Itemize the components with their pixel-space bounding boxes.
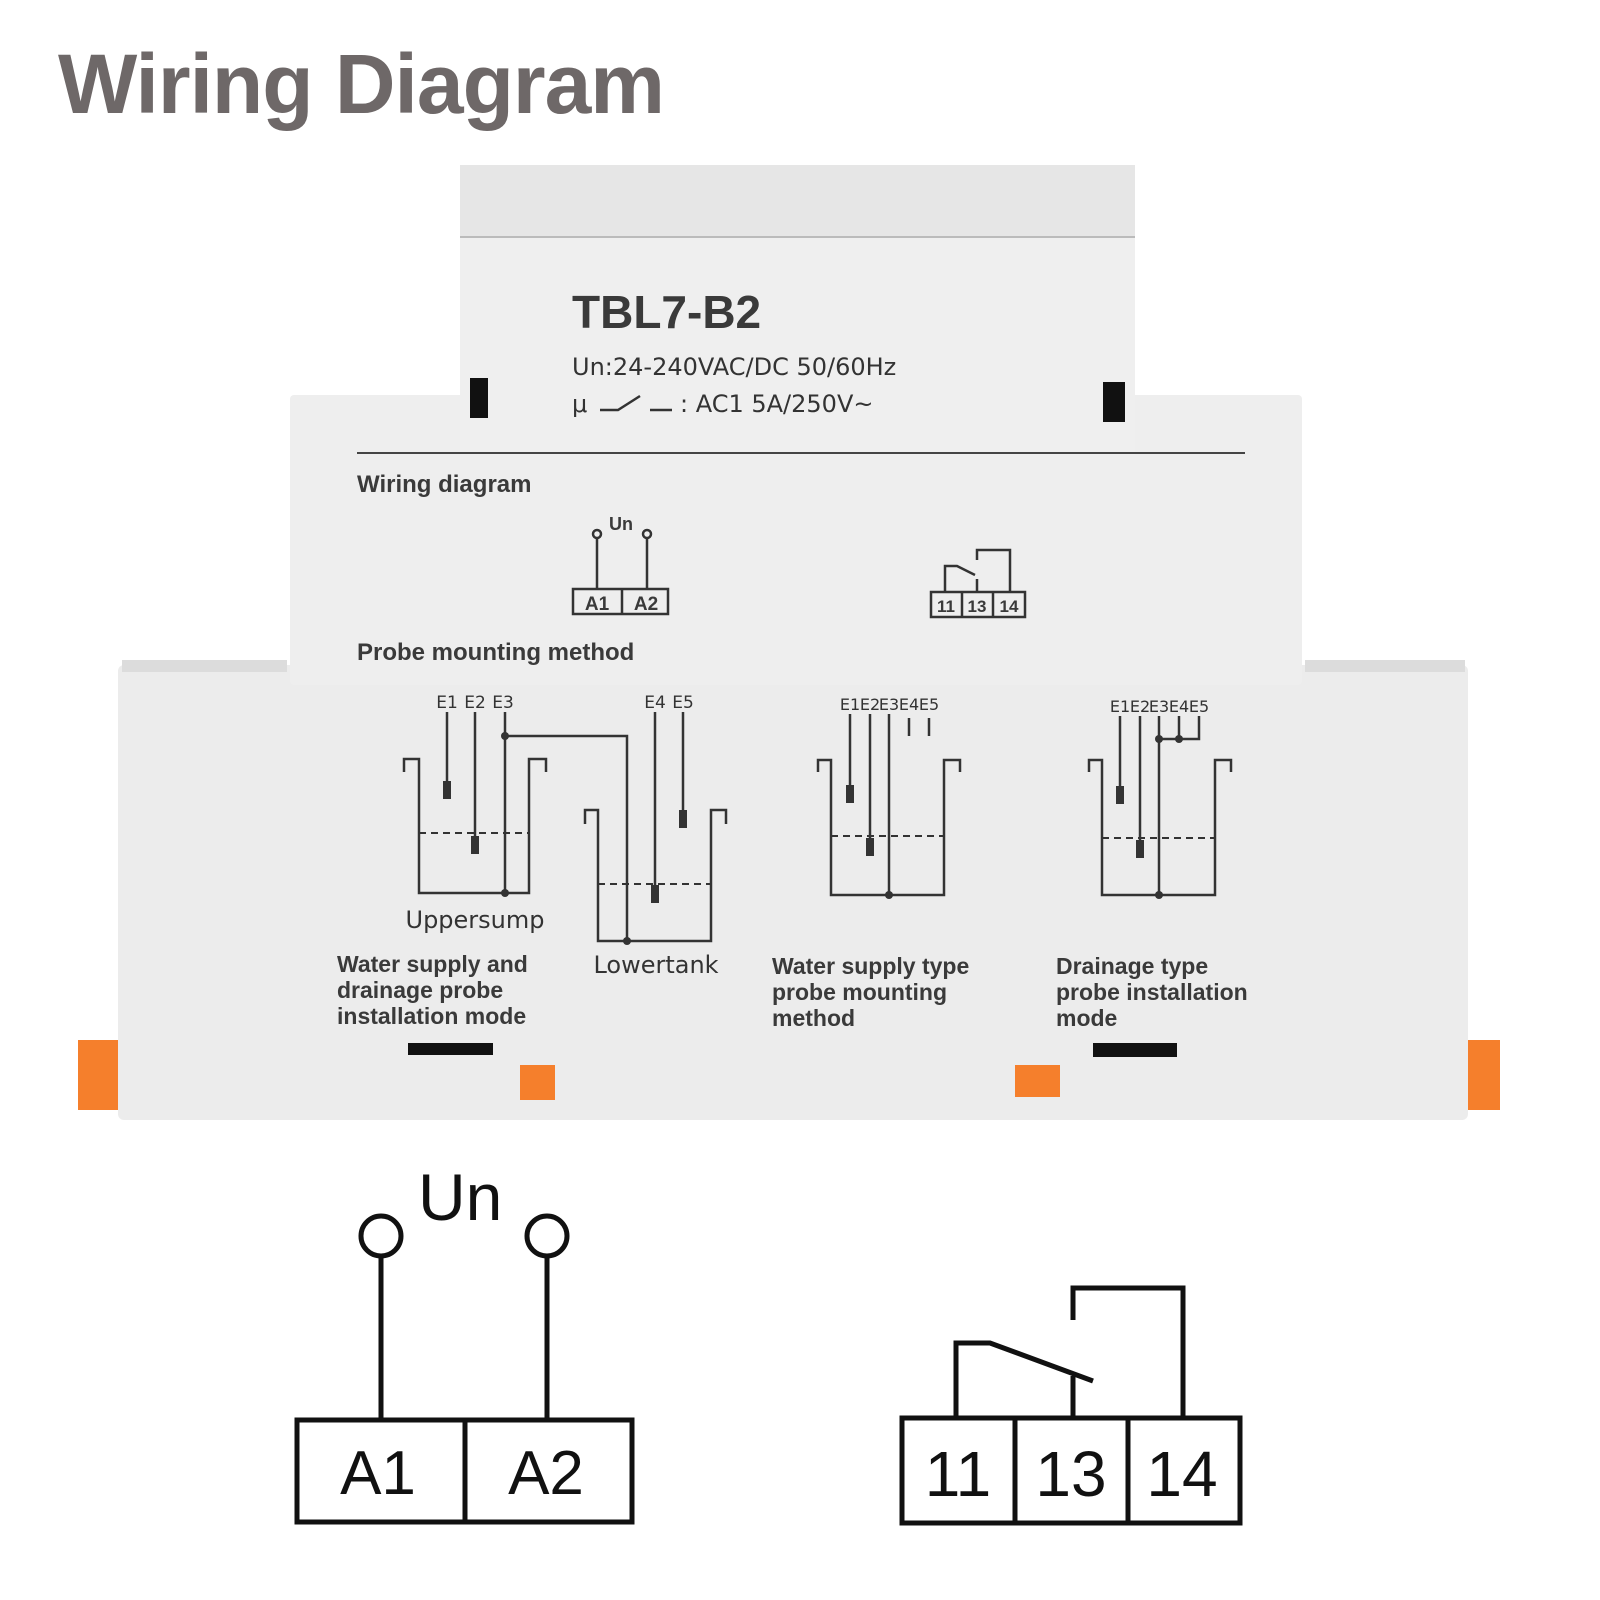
- model-label: TBL7-B2: [572, 286, 761, 338]
- small-terminal-14: 14: [1000, 597, 1019, 616]
- terminal-13: 13: [1035, 1438, 1106, 1510]
- contact-symbol-icon: [600, 394, 672, 412]
- probe-label-e2: E2: [464, 693, 486, 713]
- small-relay-terminal-diagram: 11 13 14: [929, 548, 1027, 619]
- probe-label-e1: E1: [840, 695, 860, 714]
- probe-label-e5: E5: [672, 693, 694, 713]
- probe-label-e4: E4: [899, 695, 919, 714]
- probe-diagram-supply-and-drainage: E1 E2 E3 E4 E5 Uppersump Lowertank: [402, 693, 728, 979]
- probe-label-e4: E4: [1169, 697, 1189, 716]
- small-terminal-a2: A2: [634, 594, 658, 615]
- probe-diagram-water-supply: E1 E2 E3 E4 E5: [816, 695, 962, 899]
- un-label: Un: [418, 1160, 502, 1234]
- probe-diagram-drainage: E1 E2 E3 E4 E5: [1087, 697, 1233, 899]
- probe-label-e2: E2: [860, 695, 880, 714]
- caption-drainage: Drainage type probe installation mode: [1056, 953, 1248, 1031]
- page-title: Wiring Diagram: [58, 37, 665, 131]
- relay-contact-diagram: 11 13 14: [899, 1285, 1243, 1526]
- caption-line: method: [772, 1005, 855, 1031]
- small-power-terminal-diagram: Un A1 A2: [571, 514, 670, 616]
- wiring-diagram-heading: Wiring diagram: [357, 471, 531, 498]
- caption-supply-and-drainage: Water supply and drainage probe installa…: [337, 951, 528, 1029]
- probe-label-e1: E1: [1110, 697, 1130, 716]
- caption-line: mode: [1056, 1005, 1117, 1031]
- small-un-label: Un: [609, 514, 633, 534]
- small-terminal-a1: A1: [585, 594, 610, 615]
- terminal-circle-icon: [358, 1213, 404, 1259]
- contact-spec: : AC1 5A/250V~: [680, 390, 873, 418]
- din-clip-left: [78, 1040, 122, 1110]
- din-clip-right: [1462, 1040, 1500, 1110]
- caption-line: Drainage type: [1056, 953, 1208, 979]
- power-terminal-diagram: Un A1 A2: [294, 1160, 635, 1525]
- terminal-11: 11: [925, 1438, 991, 1510]
- terminal-a1: A1: [340, 1439, 416, 1508]
- probe-label-e1: E1: [436, 693, 458, 713]
- relay-switch-icon: [953, 1285, 1186, 1418]
- probe-label-e5: E5: [919, 695, 939, 714]
- terminal-circle-icon: [524, 1213, 570, 1259]
- caption-line: Water supply type: [772, 953, 969, 979]
- caption-line: probe installation: [1056, 979, 1248, 1005]
- supply-spec: Un:24-240VAC/DC 50/60Hz: [572, 353, 896, 381]
- probe-label-e3: E3: [1149, 697, 1169, 716]
- probe-mounting-heading: Probe mounting method: [357, 639, 634, 666]
- caption-line: installation mode: [337, 1003, 526, 1029]
- small-terminal-11: 11: [937, 597, 955, 616]
- caption-line: drainage probe: [337, 977, 503, 1003]
- caption-water-supply: Water supply type probe mounting method: [772, 953, 969, 1031]
- caption-line: probe mounting: [772, 979, 947, 1005]
- probe-label-e4: E4: [644, 693, 666, 713]
- small-terminal-13: 13: [968, 597, 987, 616]
- upper-sump-label: Uppersump: [406, 906, 545, 934]
- contact-symbol-label: μ: [572, 390, 587, 418]
- terminal-a2: A2: [508, 1439, 584, 1508]
- caption-line: Water supply and: [337, 951, 528, 977]
- probe-label-e2: E2: [1130, 697, 1150, 716]
- slot-right: [1093, 1043, 1177, 1057]
- terminal-14: 14: [1146, 1438, 1217, 1510]
- slot-left: [408, 1043, 493, 1055]
- probe-label-e3: E3: [879, 695, 899, 714]
- probe-label-e3: E3: [492, 693, 514, 713]
- probe-label-e5: E5: [1189, 697, 1209, 716]
- relay-housing: [78, 165, 1500, 1120]
- lower-tank-label: Lowertank: [593, 951, 718, 979]
